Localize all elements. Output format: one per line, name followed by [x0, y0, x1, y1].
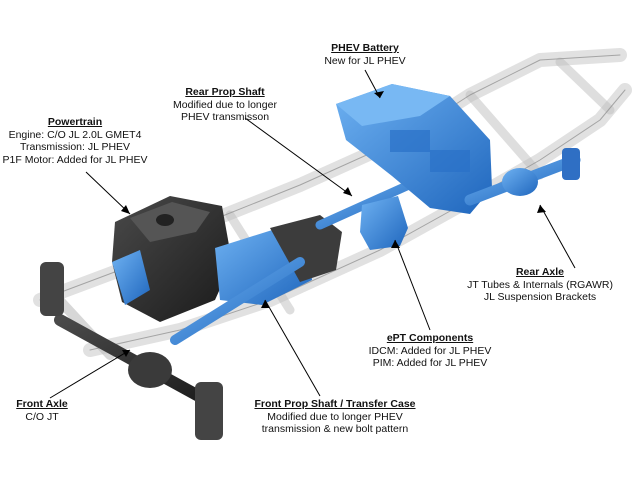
callout-front-prop-shaft-line-1: Modified due to longer PHEV: [267, 410, 403, 423]
ept-components: [360, 196, 408, 250]
callout-rear-axle: Rear Axle JT Tubes & Internals (RGAWR) J…: [450, 266, 630, 304]
arrowhead-rear-prop: [343, 187, 352, 196]
frame-crossmember-rear-1: [465, 90, 545, 180]
callout-front-axle-line-1: C/O JT: [25, 410, 59, 423]
p1f-motor: [112, 250, 150, 305]
callout-front-axle: Front Axle C/O JT: [12, 398, 72, 423]
transfer-case: [270, 215, 342, 282]
frame-outline: [39, 54, 626, 351]
callout-rear-prop-shaft-line-1: Modified due to longer: [173, 98, 277, 111]
callout-rear-axle-line-2: JL Suspension Brackets: [483, 291, 597, 303]
chassis-frame: [33, 48, 632, 360]
callout-powertrain-line-3: P1F Motor: Added for JL PHEV: [2, 153, 148, 166]
battery-module-2: [430, 150, 470, 172]
battery-module-1: [390, 130, 430, 152]
arrowhead-front-axle: [122, 350, 130, 357]
callout-ept-components-title: ePT Components: [386, 332, 474, 344]
callout-ept-components: ePT Components IDCM: Added for JL PHEV P…: [360, 332, 500, 370]
callout-powertrain: Powertrain Engine: C/O JL 2.0L GMET4 Tra…: [0, 116, 150, 166]
leader-lines: [49, 69, 576, 399]
leader-arrowheads: [121, 91, 546, 357]
callout-phev-battery-line-1: New for JL PHEV: [324, 54, 406, 67]
callout-front-prop-shaft: Front Prop Shaft / Transfer Case Modifie…: [240, 398, 430, 436]
callout-ept-components-line-1: IDCM: Added for JL PHEV: [368, 344, 492, 357]
leader-rear-axle: [539, 204, 576, 269]
callout-phev-battery: PHEV Battery New for JL PHEV: [300, 42, 430, 67]
callout-powertrain-line-2: Transmission: JL PHEV: [19, 141, 131, 153]
callout-front-axle-title: Front Axle: [16, 398, 68, 410]
front-axle-hub-left: [40, 262, 64, 316]
battery-top-face: [336, 84, 450, 126]
rear-axle-diff: [502, 168, 538, 196]
front-prop-shaft: [170, 257, 305, 345]
leader-powertrain: [85, 171, 131, 215]
callout-rear-axle-title: Rear Axle: [515, 266, 565, 278]
front-axle-diff: [128, 352, 172, 388]
callout-phev-battery-title: PHEV Battery: [331, 42, 399, 54]
arrowhead-front-prop: [261, 300, 270, 308]
callout-powertrain-title: Powertrain: [47, 116, 103, 128]
rear-axle: [464, 148, 581, 206]
leader-front-axle: [49, 349, 131, 399]
arrowhead-ept: [391, 240, 400, 248]
callout-rear-axle-line-1: JT Tubes & Internals (RGAWR): [467, 278, 613, 291]
rear-prop-shaft: [315, 175, 425, 230]
phev-battery: [336, 84, 492, 214]
arrowhead-rear-axle: [537, 205, 546, 213]
callout-powertrain-line-1: Engine: C/O JL 2.0L GMET4: [8, 128, 142, 141]
callout-rear-prop-shaft-line-2: PHEV transmisson: [180, 111, 270, 123]
leader-front-prop: [264, 299, 321, 397]
engine-cap: [156, 214, 174, 226]
leader-rear-prop: [244, 117, 353, 197]
front-axle-hub-right: [195, 382, 223, 440]
rear-axle-hub-right: [562, 148, 580, 180]
front-axle: [40, 262, 223, 440]
callout-ept-components-line-2: PIM: Added for JL PHEV: [372, 357, 488, 369]
arrowhead-powertrain: [121, 205, 130, 214]
powertrain-engine: [112, 196, 232, 322]
frame-crossmember-rear-2: [555, 57, 615, 115]
callout-rear-prop-shaft: Rear Prop Shaft Modified due to longer P…: [160, 86, 290, 124]
callout-front-prop-shaft-line-2: transmission & new bolt pattern: [261, 423, 409, 435]
arrowhead-battery: [374, 91, 384, 98]
callout-front-prop-shaft-title: Front Prop Shaft / Transfer Case: [254, 398, 416, 410]
callout-rear-prop-shaft-title: Rear Prop Shaft: [185, 86, 265, 98]
leader-ept: [394, 239, 431, 331]
